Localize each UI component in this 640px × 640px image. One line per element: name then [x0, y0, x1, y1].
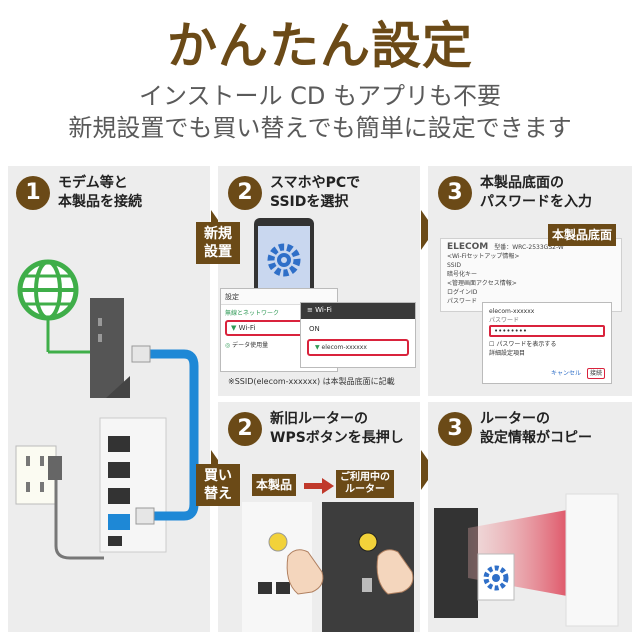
data-usage-item[interactable]: ◎ データ使用量 [225, 342, 269, 349]
page-title: かんたん設定 [167, 17, 473, 75]
finger-icon-2 [376, 549, 414, 595]
power-outlet-icon [15, 445, 104, 560]
step-number-1: 1 [16, 176, 50, 210]
step-copy-text: ルーターの 設定情報がコピー [480, 411, 592, 446]
password-dialog: elecom-xxxxxx パスワード •••••••• ☐ パスワードを表示す… [482, 302, 612, 384]
wifi-screen-title: ≡ Wi-Fi [301, 303, 415, 319]
finger-icon [286, 549, 324, 595]
modem-icon [90, 298, 130, 398]
this-product-tag: 本製品 [252, 474, 297, 496]
dialog-network-name: elecom-xxxxxx [489, 308, 535, 315]
ssid-list-item[interactable]: ▼ elecom-xxxxxx [307, 339, 409, 356]
password-input[interactable]: •••••••• [489, 325, 605, 337]
connection-illustration [15, 259, 199, 560]
step-number-2-replace: 2 [228, 412, 262, 446]
step-enter-password-text: 本製品底面の パスワードを入力 [480, 175, 592, 210]
data-usage-icon: ◎ [225, 342, 231, 349]
ssid-note: ※SSID(elecom-xxxxxx) は本製品底面に記載 [228, 377, 395, 386]
new-install-tag: 新規 設置 [196, 222, 240, 264]
step-select-ssid-text: スマホやPCで SSIDを選択 [270, 175, 361, 210]
step-number-3: 3 [438, 176, 472, 210]
step-enter-password-panel: 3 本製品底面の パスワードを入力 ELECOM 型番：WRC-2533GS2-… [428, 166, 632, 396]
sticker-model: 型番：WRC-2533GS2-W [494, 244, 564, 251]
new-router-icon [565, 493, 619, 627]
wps-illustration [242, 502, 414, 632]
gear-icon [267, 243, 301, 277]
settings-title: 設定 [221, 289, 337, 305]
lan-cable [148, 349, 199, 521]
subtitle-line-1: インストール CD もアプリも不要 [138, 82, 501, 110]
connect-button[interactable]: 接続 [586, 368, 605, 379]
checkbox-icon: ☐ [489, 341, 495, 348]
step-copy-panel: 3 ルーターの 設定情報がコピー [428, 402, 632, 632]
wifi-icon: ▼ [231, 324, 237, 332]
wifi-signal-icon: ▼ [315, 344, 320, 351]
router-icon [99, 417, 167, 553]
internet-globe-icon [17, 259, 92, 354]
bottom-label-tag: 本製品底面 [548, 224, 617, 246]
arrow-icon [304, 478, 334, 494]
advanced-settings[interactable]: 詳細設定項目 [489, 350, 526, 357]
step-number-2: 2 [228, 176, 262, 210]
step-wps-text: 新旧ルーターの WPSボタンを長押し [270, 411, 404, 446]
step-connect-panel: 1 モデム等と 本製品を接続 [8, 166, 210, 632]
replace-tag: 買い 替え [196, 464, 240, 506]
show-password-checkbox[interactable]: ☐ パスワードを表示する [489, 341, 557, 348]
old-router-tag: ご利用中の ルーター [336, 470, 394, 498]
menu-icon[interactable]: ≡ [307, 306, 313, 314]
step-number-3-replace: 3 [438, 412, 472, 446]
wifi-list-screen: ≡ Wi-Fi ON ▼ elecom-xxxxxx [300, 302, 416, 368]
product-label-sticker: ELECOM 型番：WRC-2533GS2-W <Wi-Fiセットアップ情報> … [440, 238, 622, 312]
copy-illustration [434, 493, 619, 627]
step-connect-text: モデム等と 本製品を接続 [58, 174, 142, 212]
step-connect-line-2: 本製品を接続 [58, 194, 142, 210]
password-label: パスワード [489, 317, 520, 324]
step-connect-line-1: モデム等と [58, 175, 128, 191]
step-wps-panel: 2 新旧ルーターの WPSボタンを長押し 本製品 ご利用中の ルーター [218, 402, 420, 632]
wifi-on-label: ON [309, 325, 320, 333]
cancel-button[interactable]: キャンセル [550, 370, 581, 377]
settings-file-icon [477, 553, 515, 601]
elecom-logo: ELECOM [447, 242, 489, 252]
step-select-ssid-panel: 2 スマホやPCで SSIDを選択 設定 無線とネットワーク ▼ Wi-Fi ◎… [218, 166, 420, 396]
subtitle-line-2: 新規設置でも買い替えでも簡単に設定できます [68, 114, 572, 142]
network-header: 無線とネットワーク [225, 310, 280, 317]
